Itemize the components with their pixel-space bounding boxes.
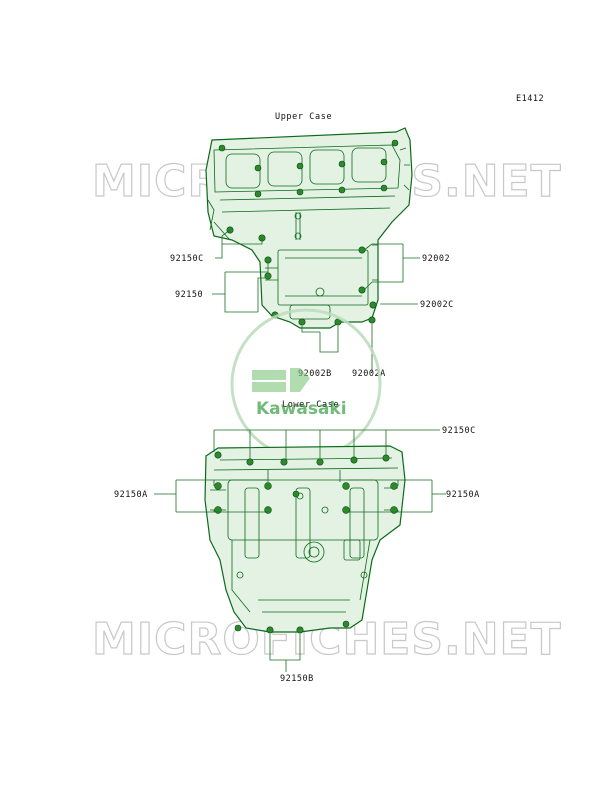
lower-case-body [204,445,406,633]
upper-case-body [205,127,413,329]
kawasaki-logo: Kawasaki [230,308,382,460]
label-92150B: 92150B [280,674,314,684]
lower-case-title: Lower Case [282,400,339,410]
label-92150A-right: 92150A [446,490,480,500]
label-92150-upper: 92150 [175,290,203,300]
label-92002B: 92002B [298,369,332,379]
upper-case-part [205,127,413,329]
upper-bolts [218,139,399,326]
label-92150C-lower: 92150C [442,426,476,436]
upper-case-title: Upper Case [275,112,332,122]
diagram-code: E1412 [516,94,544,104]
lower-leaders [154,429,446,672]
label-92002: 92002 [422,254,450,264]
label-92150C-upper: 92150C [170,254,204,264]
lower-case-part [204,445,406,634]
logo-text: Kawasaki [256,399,347,419]
label-92150A-left: 92150A [114,490,148,500]
label-92002C: 92002C [420,300,454,310]
label-92002A: 92002A [352,369,386,379]
